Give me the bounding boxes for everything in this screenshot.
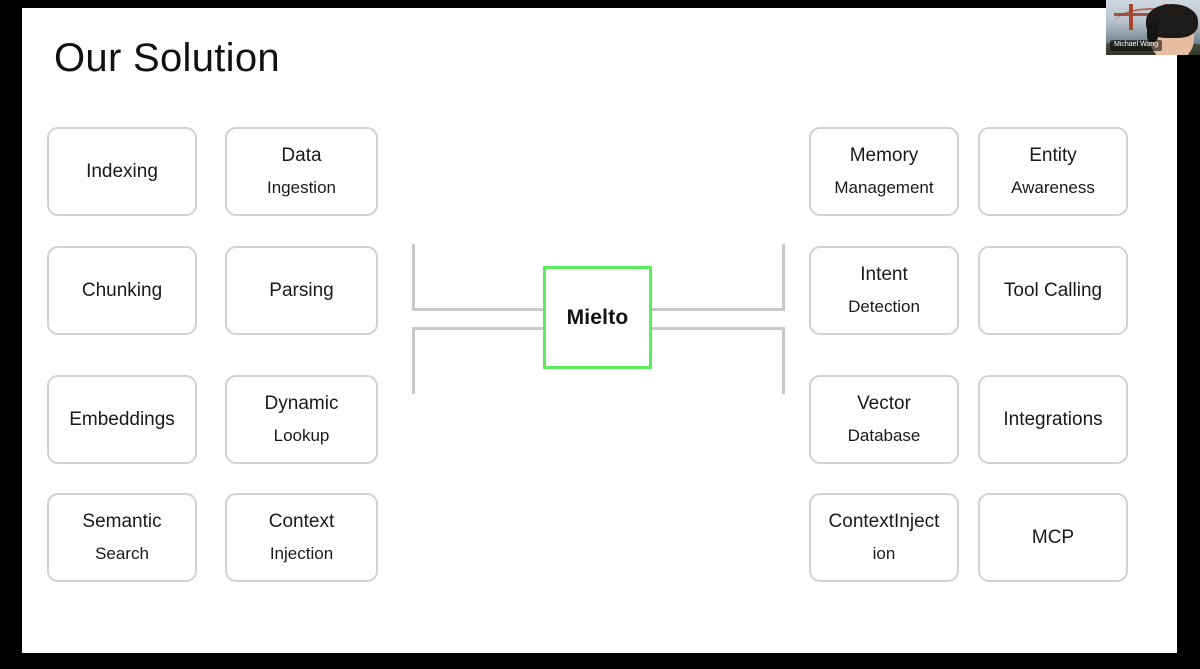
connector-right-upper-arm: [649, 308, 785, 311]
connector-left-upper-arm: [412, 308, 546, 311]
connector-left-upper-stem: [412, 244, 415, 311]
card-line-1: Context: [268, 511, 335, 533]
card-line-1: Memory: [849, 145, 919, 167]
card-intent-detection[interactable]: Intent Detection: [809, 246, 959, 335]
card-chunking[interactable]: Chunking: [47, 246, 197, 335]
card-integrations[interactable]: Integrations: [978, 375, 1128, 464]
bridge-tower-left-icon: [1128, 4, 1133, 30]
card-line-2: Database: [847, 425, 921, 445]
connector-right-upper-stem: [782, 244, 785, 311]
connector-left-lower-stem: [412, 327, 415, 394]
card-context-injection-right[interactable]: ContextInject ion: [809, 493, 959, 582]
hub-label: Mielto: [566, 305, 629, 329]
card-mcp[interactable]: MCP: [978, 493, 1128, 582]
presentation-slide: Our Solution Indexing Data Ingestion Chu…: [22, 8, 1177, 653]
card-line-1: Semantic: [82, 511, 162, 533]
card-line-1: Dynamic: [264, 393, 339, 415]
card-vector-database[interactable]: Vector Database: [809, 375, 959, 464]
card-parsing[interactable]: Parsing: [225, 246, 378, 335]
card-tool-calling[interactable]: Tool Calling: [978, 246, 1128, 335]
card-line-1: Integrations: [1003, 408, 1103, 430]
card-line-1: Tool Calling: [1003, 279, 1103, 301]
card-line-1: MCP: [1031, 526, 1075, 548]
page-title: Our Solution: [54, 36, 280, 80]
card-line-1: Parsing: [269, 279, 334, 301]
connector-left-lower-arm: [412, 327, 546, 330]
card-data-ingestion[interactable]: Data Ingestion: [225, 127, 378, 216]
card-line-1: Indexing: [86, 160, 158, 182]
card-indexing[interactable]: Indexing: [47, 127, 197, 216]
card-semantic-search[interactable]: Semantic Search: [47, 493, 197, 582]
card-line-2: Lookup: [273, 425, 330, 445]
card-line-1: Chunking: [81, 279, 163, 301]
hub-mielto[interactable]: Mielto: [543, 266, 652, 369]
connector-right-lower-stem: [782, 327, 785, 394]
card-line-1: ContextInject: [828, 511, 940, 533]
card-line-2: ion: [872, 543, 896, 563]
card-line-2: Detection: [848, 296, 920, 316]
card-line-1: Data: [281, 145, 322, 167]
card-line-1: Embeddings: [69, 408, 175, 430]
card-line-1: Intent: [860, 264, 908, 286]
headphones-icon: [1147, 22, 1158, 42]
card-dynamic-lookup[interactable]: Dynamic Lookup: [225, 375, 378, 464]
participant-name-label: Michael Wang: [1110, 40, 1163, 51]
card-context-injection[interactable]: Context Injection: [225, 493, 378, 582]
card-line-2: Injection: [269, 543, 334, 563]
card-line-2: Search: [95, 543, 149, 563]
webcam-participant-tile[interactable]: Michael Wang: [1106, 0, 1200, 55]
card-line-1: Vector: [857, 393, 911, 415]
card-line-1: Entity: [1029, 145, 1077, 167]
card-line-2: Awareness: [1011, 177, 1095, 197]
architecture-diagram: Indexing Data Ingestion Chunking Parsing…: [22, 8, 1177, 653]
card-line-2: Management: [834, 177, 934, 197]
card-memory-management[interactable]: Memory Management: [809, 127, 959, 216]
card-line-2: Ingestion: [267, 177, 336, 197]
connector-right-lower-arm: [649, 327, 785, 330]
card-entity-awareness[interactable]: Entity Awareness: [978, 127, 1128, 216]
card-embeddings[interactable]: Embeddings: [47, 375, 197, 464]
